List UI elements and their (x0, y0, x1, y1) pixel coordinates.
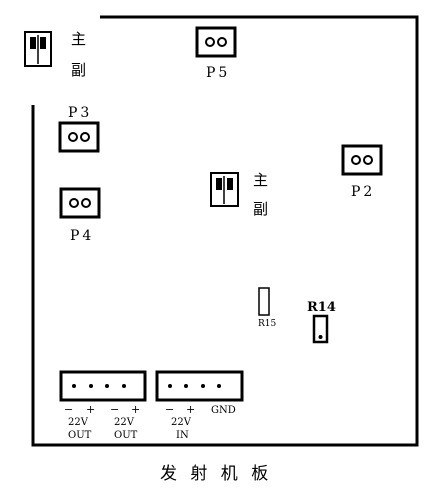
dip-switch-top (24, 31, 52, 67)
resistor-r15-label: R15 (258, 319, 277, 329)
out2-name-label: OUT (114, 430, 138, 441)
switch-mid-sub-label: 副 (253, 200, 268, 218)
out1-volt-label: 22V (68, 417, 89, 428)
board-outline (31, 15, 419, 447)
connector-in-4pin (155, 370, 244, 402)
switch-mid-main-label: 主 (253, 171, 268, 189)
connector-p4-label: P4 (70, 228, 94, 244)
out1-name-label: OUT (68, 430, 92, 441)
board-title: 发 射 机 板 (160, 464, 272, 484)
switch-top-main-label: 主 (71, 30, 86, 48)
resistor-r14-label: R14 (307, 300, 336, 315)
connector-p4 (59, 187, 101, 219)
connector-p5-label: P5 (206, 65, 230, 81)
in-minus-label: − (165, 403, 174, 416)
in-volt-label: 22V (171, 417, 192, 428)
dip-switch-mid (210, 172, 239, 207)
resistor-r15 (258, 287, 270, 316)
gnd-label: GND (211, 405, 236, 416)
resistor-r14 (312, 314, 329, 344)
connector-p2-label: P2 (351, 184, 375, 200)
connector-p5 (195, 26, 237, 58)
connector-p2 (341, 144, 383, 176)
out1-minus-label: − (64, 403, 73, 416)
out2-minus-label: − (110, 403, 119, 416)
out1-plus-label: + (86, 403, 95, 416)
out2-volt-label: 22V (114, 417, 135, 428)
switch-top-sub-label: 副 (71, 61, 86, 79)
in-name-label: IN (176, 430, 189, 441)
out2-plus-label: + (131, 403, 140, 416)
connector-out-4pin (59, 370, 147, 402)
connector-p3-label: P3 (68, 105, 92, 121)
in-plus-label: + (186, 403, 195, 416)
connector-p3 (58, 121, 100, 153)
